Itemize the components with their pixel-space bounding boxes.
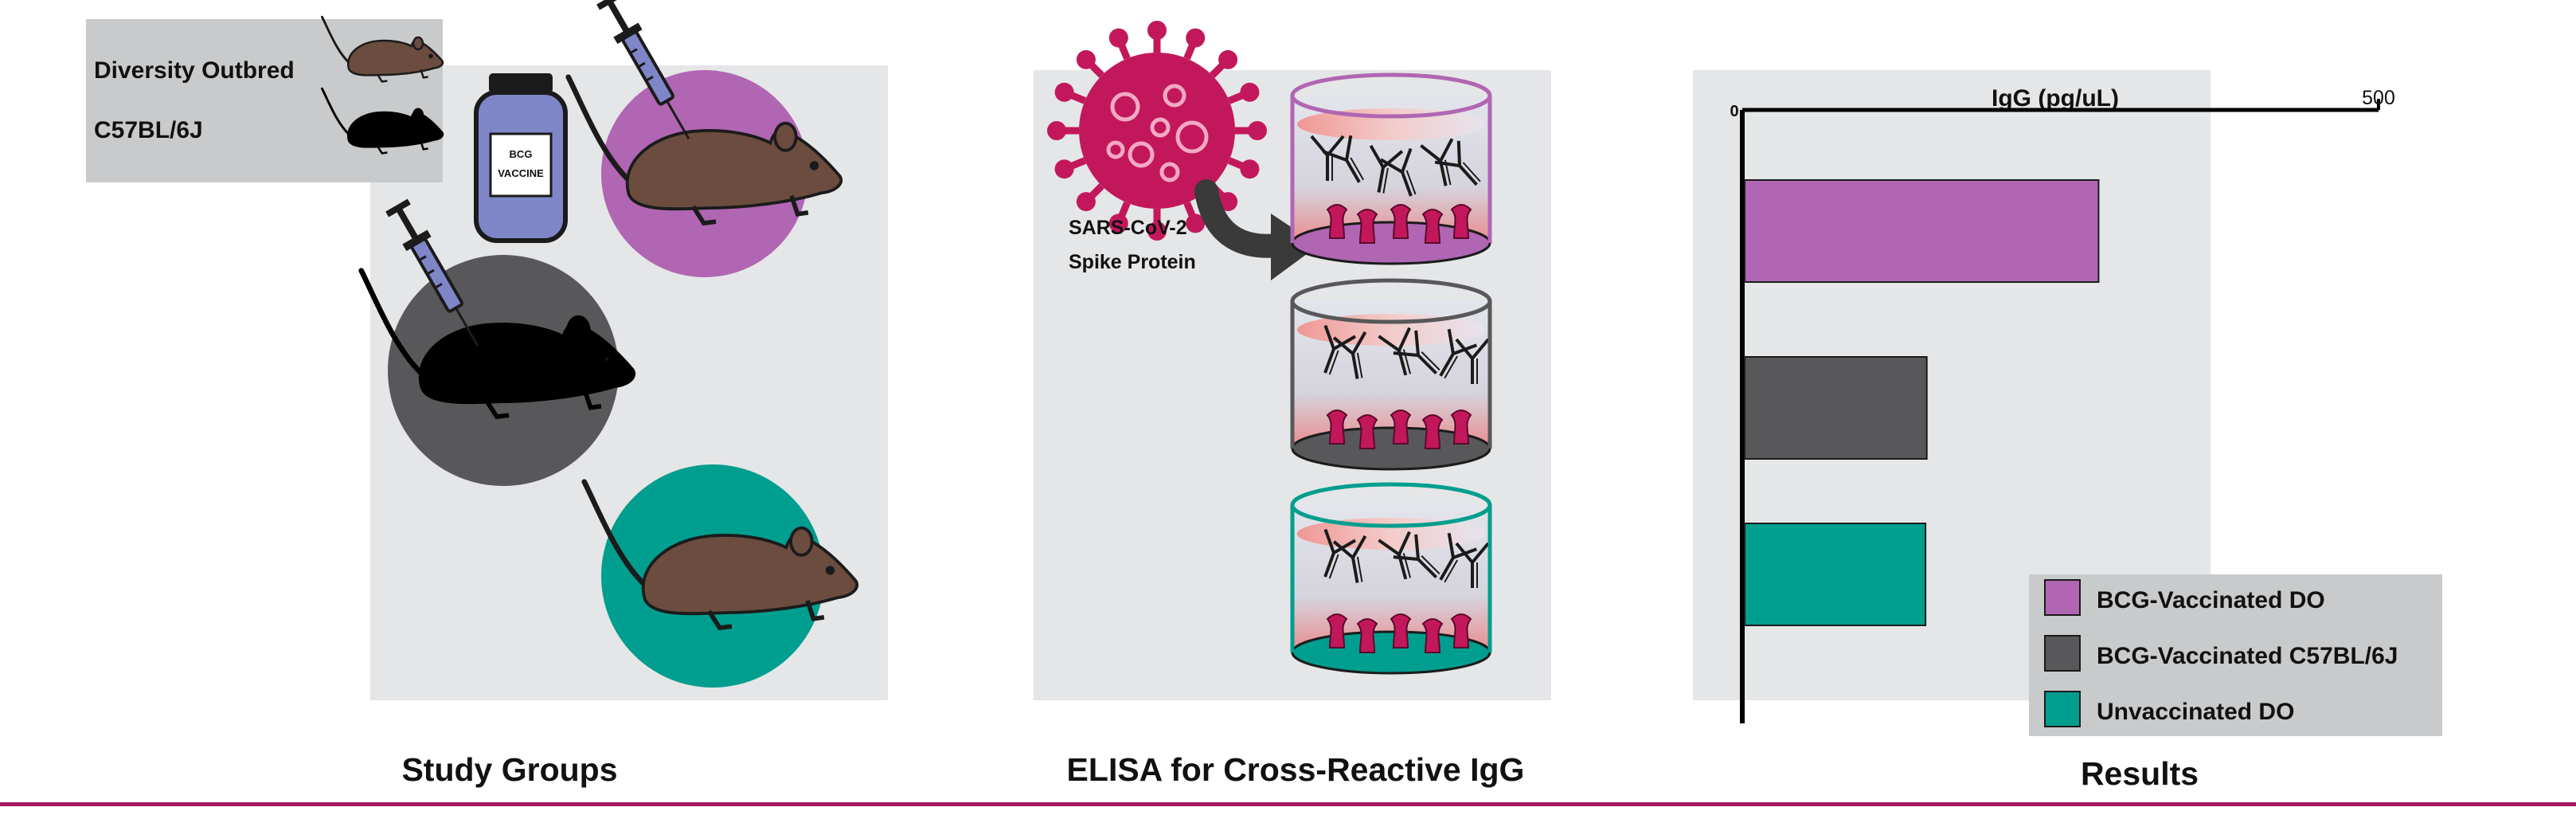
legend-label-2: BCG-Vaccinated C57BL/6J <box>2097 643 2398 669</box>
bar-3 <box>1744 523 1927 626</box>
results-legend: BCG-Vaccinated DO BCG-Vaccinated C57BL/6J… <box>2029 574 2442 736</box>
elisa-well <box>1290 482 1492 675</box>
virus-label-line2: Spike Protein <box>1069 251 1196 273</box>
vaccine-label-line2: VACCINE <box>498 167 544 179</box>
x-tick-label-min: 0 <box>1730 103 1738 120</box>
elisa-well <box>1290 278 1492 471</box>
legend-swatch-2 <box>2044 635 2081 672</box>
legend-swatch-3 <box>2044 691 2081 727</box>
elisa-title: ELISA for Cross-Reactive IgG <box>1067 751 1525 788</box>
study-groups-title: Study Groups <box>401 751 617 788</box>
x-tick-label-max: 500 <box>2362 87 2395 109</box>
bar-2 <box>1744 356 1928 460</box>
sars-cov-2-virus-icon <box>1047 21 1267 241</box>
strain-label-c57: C57BL/6J <box>94 117 203 143</box>
legend-swatch-1 <box>2044 579 2081 616</box>
legend-label-3: Unvaccinated DO <box>2097 699 2294 725</box>
legend-label-1: BCG-Vaccinated DO <box>2097 587 2325 613</box>
vaccine-label-line1: BCG <box>510 148 533 160</box>
bar-1 <box>1744 179 2100 283</box>
bcg-vaccine-vial-icon <box>474 73 568 243</box>
virus-label-line1: SARS-CoV-2 <box>1069 217 1187 239</box>
results-title: Results <box>2081 755 2199 792</box>
chart-title: IgG (pg/uL) <box>1992 85 2119 112</box>
strain-label-do: Diversity Outbred <box>94 57 295 84</box>
bottom-divider <box>0 802 2576 806</box>
elisa-well <box>1290 72 1492 265</box>
